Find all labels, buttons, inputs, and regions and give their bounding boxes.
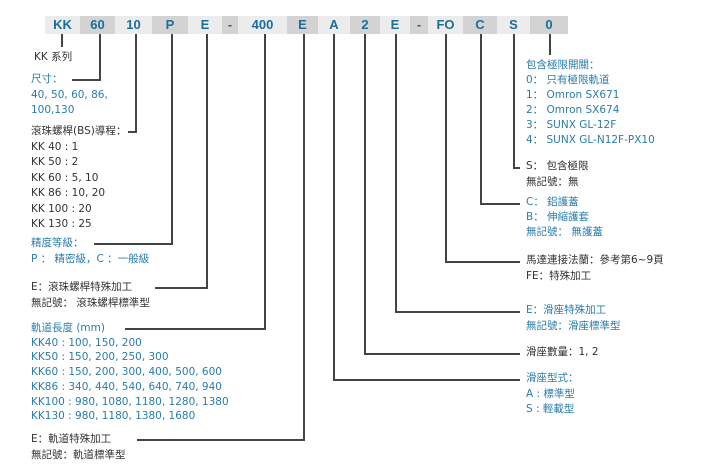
block-type-block: 滑座型式： A : 標準型 S : 輕載型 xyxy=(526,371,579,418)
cover-title: C： 鋁護蓋 xyxy=(526,196,579,208)
connector-line xyxy=(303,34,305,439)
code-segment: KK xyxy=(45,16,80,34)
switch-line: 0： 只有極限軌道 xyxy=(526,74,610,86)
connector-line xyxy=(155,287,208,289)
connector-line xyxy=(94,243,173,245)
connector-line xyxy=(135,34,137,131)
rail-special-line: 無記號：軌道標準型 xyxy=(31,448,126,461)
block-special-block: E：滑座特殊加工無記號：滑座標準型 xyxy=(526,303,621,334)
connector-line xyxy=(333,34,335,379)
lead-line: KK 86 : 10, 20 xyxy=(31,187,106,199)
connector-line xyxy=(99,34,101,79)
connector-line xyxy=(125,328,266,330)
block-type-line: S : 輕載型 xyxy=(526,403,575,415)
rail-length-line: KK130 : 980, 1180, 1380, 1680 xyxy=(31,410,196,423)
size-line: 40, 50, 60, 86, xyxy=(31,88,108,101)
connector-line xyxy=(395,34,397,311)
lead-block: 滾珠螺桿(BS)導程： KK 40 : 1 KK 50 : 2 KK 60 : 5, … xyxy=(31,124,126,233)
limit-line: 無記號：無 xyxy=(526,175,579,188)
block-count: 滑座數量：1, 2 xyxy=(526,346,599,358)
lead-line: KK 130 : 25 xyxy=(31,218,92,230)
connector-line xyxy=(264,34,266,328)
connector-line xyxy=(171,34,173,243)
lead-line: KK 40 : 1 xyxy=(31,140,79,153)
connector-line xyxy=(480,203,520,205)
connector-line xyxy=(549,34,551,55)
connector-line xyxy=(72,79,101,81)
code-segment: C xyxy=(463,16,497,34)
cover-line: B： 伸縮護套 xyxy=(526,211,590,223)
connector-line xyxy=(445,261,520,263)
lead-title: 滾珠螺桿(BS)導程： xyxy=(31,125,127,137)
code-segment: P xyxy=(152,16,188,34)
bs-special-title: E：滾珠螺桿特殊加工 xyxy=(31,281,133,293)
code-segment: 400 xyxy=(238,16,287,34)
bs-special-line: 無記號： 滾珠螺桿標準型 xyxy=(31,296,150,309)
connector-line xyxy=(206,34,208,287)
connector-line xyxy=(480,34,482,203)
cover-block: C： 鋁護蓋 B： 伸縮護套無記號： 無護蓋 xyxy=(526,195,603,240)
switch-line: 3： SUNX GL-12F xyxy=(526,119,617,131)
connector-line xyxy=(445,34,447,261)
connector-line xyxy=(333,379,520,381)
connector-line xyxy=(513,167,520,169)
flange-title: 馬達連接法蘭：參考第6~9頁 xyxy=(526,254,664,266)
rail-length-line: KK100 : 980, 1080, 1180, 1280, 1380 xyxy=(31,395,229,408)
limit-block: S： 包含極限無記號：無 xyxy=(526,159,589,190)
switch-line: 2： Omron SX674 xyxy=(526,104,620,116)
rail-length-title: 軌道長度 (mm) xyxy=(31,322,105,334)
size-block: 尺寸： 40, 50, 60, 86, 100,130 xyxy=(31,72,108,119)
code-segment: 10 xyxy=(115,16,152,34)
rail-special-title: E：軌道特殊加工 xyxy=(31,433,112,445)
code-segment: - xyxy=(222,16,238,34)
switch-line: 4： SUNX GL-N12F-PX10 xyxy=(526,134,655,146)
bs-special-block: E：滾珠螺桿特殊加工無記號： 滾珠螺桿標準型 xyxy=(31,280,150,311)
switch-title: 包含極限開關： xyxy=(526,59,600,71)
accuracy-block: 精度等級： P ： 精密級，C ：一般級 xyxy=(31,236,149,267)
lead-line: KK 50 : 2 xyxy=(31,156,79,168)
connector-line xyxy=(364,34,366,353)
rail-length-line: KK40 : 100, 150, 200 xyxy=(31,336,142,349)
lead-line: KK 100 : 20 xyxy=(31,202,92,215)
rail-length-line: KK86 : 340, 440, 540, 640, 740, 940 xyxy=(31,380,222,393)
connector-line xyxy=(395,311,520,313)
switch-block: 包含極限開關： 0： 只有極限軌道 1： Omron SX671 2： Omron S… xyxy=(526,58,655,148)
flange-line: FE：特殊加工 xyxy=(526,269,592,282)
connector-line xyxy=(364,353,520,355)
code-segment: - xyxy=(410,16,428,34)
connector-line xyxy=(61,34,63,47)
series-label: KK 系列 xyxy=(34,51,73,63)
connector-line xyxy=(128,131,137,133)
code-segment: 2 xyxy=(350,16,380,34)
block-special-title: E：滑座特殊加工 xyxy=(526,304,607,316)
accuracy-line: P ： 精密級，C ：一般級 xyxy=(31,252,150,265)
limit-title: S： 包含極限 xyxy=(526,160,589,172)
code-segment: 0 xyxy=(530,16,568,34)
size-title: 尺寸： xyxy=(31,73,63,85)
rail-length-line: KK50 : 150, 200, 250, 300 xyxy=(31,351,169,364)
lead-line: KK 60 : 5, 10 xyxy=(31,171,99,184)
code-segment: S xyxy=(497,16,530,34)
code-segment: FO xyxy=(428,16,463,34)
block-type-line: A : 標準型 xyxy=(526,387,575,400)
block-type-title: 滑座型式： xyxy=(526,372,579,384)
code-segment: 60 xyxy=(80,16,115,34)
rail-length-line: KK60 : 150, 200, 300, 400, 500, 600 xyxy=(31,366,222,379)
cover-line: 無記號： 無護蓋 xyxy=(526,226,603,238)
switch-line: 1： Omron SX671 xyxy=(526,89,620,101)
accuracy-title: 精度等級： xyxy=(31,237,84,249)
connector-line xyxy=(137,439,305,441)
block-special-line: 無記號：滑座標準型 xyxy=(526,319,621,332)
code-segment: E xyxy=(188,16,222,34)
flange-block: 馬達連接法蘭：參考第6~9頁 FE：特殊加工 xyxy=(526,253,664,284)
code-segment: E xyxy=(287,16,318,34)
rail-special-block: E：軌道特殊加工無記號：軌道標準型 xyxy=(31,432,126,463)
connector-line xyxy=(513,34,515,167)
code-segment: A xyxy=(318,16,350,34)
size-line: 100,130 xyxy=(31,104,75,116)
code-segment: E xyxy=(380,16,410,34)
